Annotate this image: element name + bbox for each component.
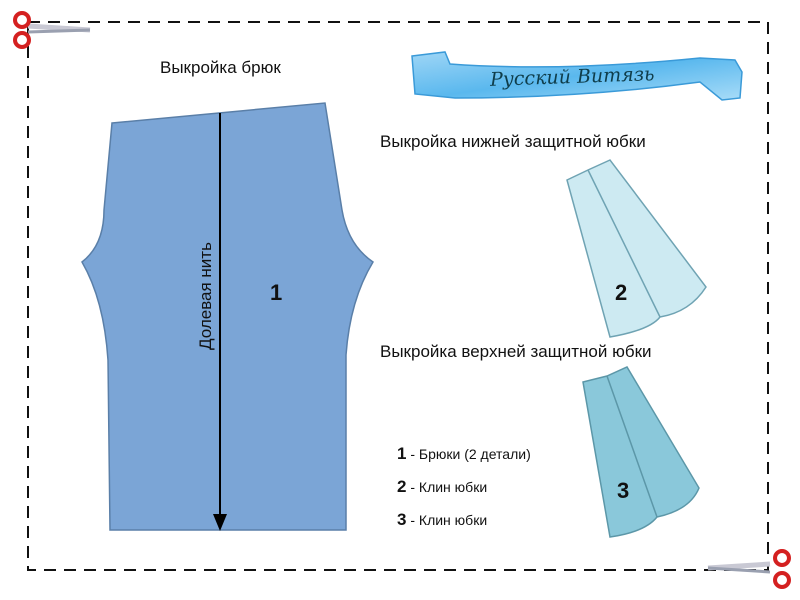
- title-lower-skirt: Выкройка нижней защитной юбки: [380, 132, 646, 151]
- legend-item: 3 - Клин юбки: [397, 510, 488, 529]
- title-trousers: Выкройка брюк: [160, 58, 281, 77]
- grain-line-arrow: [213, 113, 227, 531]
- piece-number-2: 2: [615, 280, 628, 305]
- trousers-piece: [81, 102, 375, 531]
- banner-ribbon: [411, 51, 743, 101]
- title-upper-skirt: Выкройка верхней защитной юбки: [380, 342, 652, 361]
- piece-number-3: 3: [617, 478, 630, 503]
- cut-line-border: [27, 21, 769, 571]
- scissors-icon: [707, 549, 791, 589]
- skirt-piece-upper: [582, 366, 700, 538]
- scissors-icon: [13, 11, 91, 49]
- legend-item: 2 - Клин юбки: [397, 477, 488, 496]
- piece-number-1: 1: [270, 280, 283, 305]
- grain-line-label: Долевая нить: [196, 242, 215, 350]
- legend-item: 1 - Брюки (2 детали): [397, 444, 531, 463]
- skirt-piece-lower: [566, 159, 707, 338]
